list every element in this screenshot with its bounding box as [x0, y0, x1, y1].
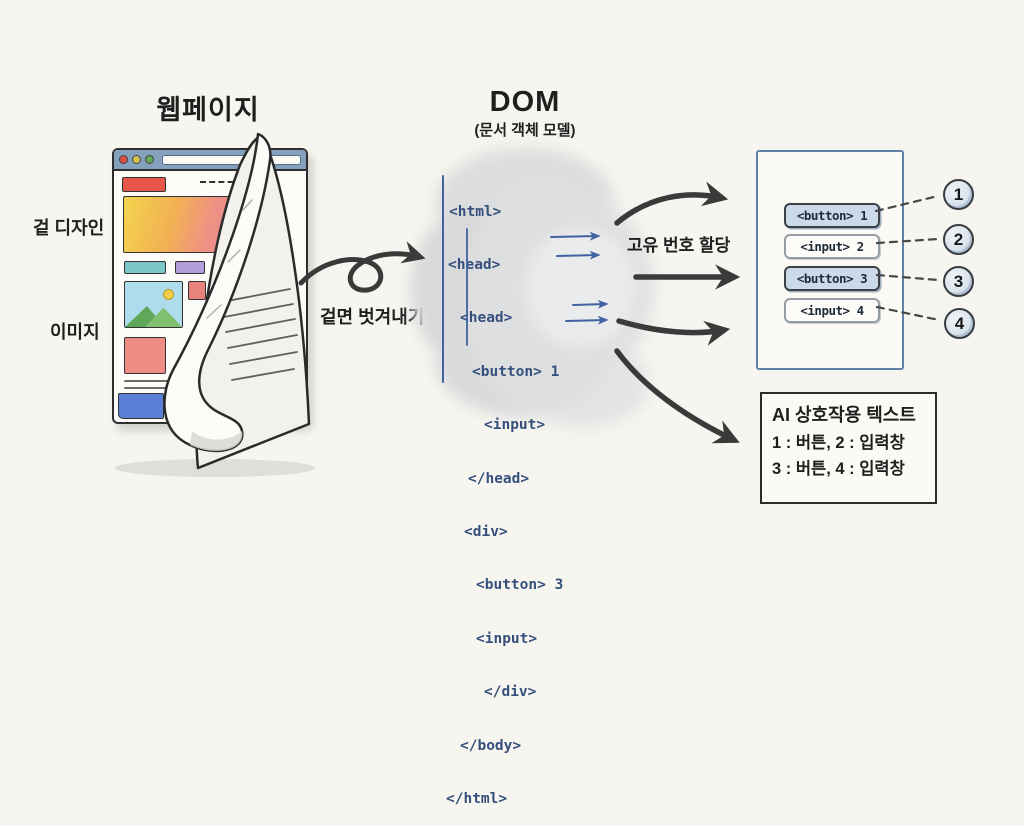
code-line: <head> — [448, 256, 501, 273]
mock-card-pink — [124, 337, 166, 374]
code-line: </html> — [446, 790, 508, 807]
code-line: <div> — [464, 523, 508, 540]
element-chip-input-2: <input> 2 — [784, 234, 880, 259]
page-curl-shading — [190, 431, 243, 451]
mock-image-placeholder — [124, 281, 183, 328]
traffic-light-yellow-icon — [132, 155, 141, 164]
number-badge-2: 2 — [943, 224, 974, 255]
mock-hero-banner — [123, 196, 245, 253]
ai-interaction-box: AI 상호작용 텍스트 1 : 버튼, 2 : 입력창 3 : 버튼, 4 : … — [760, 392, 937, 504]
sun-icon — [163, 289, 174, 300]
traffic-light-red-icon — [119, 155, 128, 164]
mapping-label: 고유 번호 할당 — [627, 236, 731, 255]
dom-subtitle: (문서 객체 모델) — [474, 122, 576, 139]
number-badge-1: 1 — [943, 179, 974, 210]
mock-text-line — [124, 380, 176, 382]
code-line: </head> — [468, 470, 530, 487]
code-line: </div> — [484, 684, 537, 701]
mock-dashed-nav — [200, 181, 252, 183]
element-chip-button-3: <button> 3 — [784, 266, 880, 291]
element-chip-button-1: <button> 1 — [784, 203, 880, 228]
mock-chip-teal — [124, 261, 166, 274]
ai-box-line-1: 1 : 버튼, 2 : 입력창 — [772, 434, 905, 452]
elements-box: <button> 1 <input> 2 <button> 3 <input> … — [756, 150, 904, 370]
number-badge-3: 3 — [943, 266, 974, 297]
ai-box-title: AI 상호작용 텍스트 — [772, 405, 916, 425]
dom-cloud — [405, 138, 660, 438]
code-line: <input> — [484, 417, 546, 434]
mock-button-block — [122, 177, 166, 192]
traffic-light-green-icon — [145, 155, 154, 164]
code-line: <html> — [449, 203, 502, 220]
page-shadow — [115, 459, 315, 477]
mock-chip-red — [188, 281, 206, 300]
ai-box-line-2: 3 : 버튼, 4 : 입력창 — [772, 460, 905, 479]
label-image: 이미지 — [50, 322, 100, 342]
mock-chip-purple — [175, 261, 205, 274]
code-line: <button> 1 — [472, 363, 560, 380]
peel-label: 겉면 벗겨내기 — [320, 307, 425, 327]
dom-code-block: <html> <head> <head> <button> 1 <input> … — [441, 168, 563, 826]
code-line: </body> — [460, 737, 522, 754]
number-badge-4: 4 — [944, 308, 975, 339]
mock-text-line — [124, 387, 170, 389]
dom-title: DOM — [489, 86, 561, 118]
browser-title-bar — [114, 150, 306, 171]
code-line: <button> 3 — [476, 577, 564, 594]
mock-footer-blue — [118, 393, 164, 419]
address-bar — [162, 154, 301, 165]
peel-arrow — [298, 241, 426, 293]
label-outer-design: 겉 디자인 — [33, 218, 105, 238]
webpage-browser-window — [112, 148, 308, 424]
webpage-title: 웹페이지 — [156, 95, 260, 125]
element-chip-input-4: <input> 4 — [784, 298, 880, 323]
code-line: <head> — [460, 310, 513, 327]
code-line: <input> — [476, 630, 538, 647]
